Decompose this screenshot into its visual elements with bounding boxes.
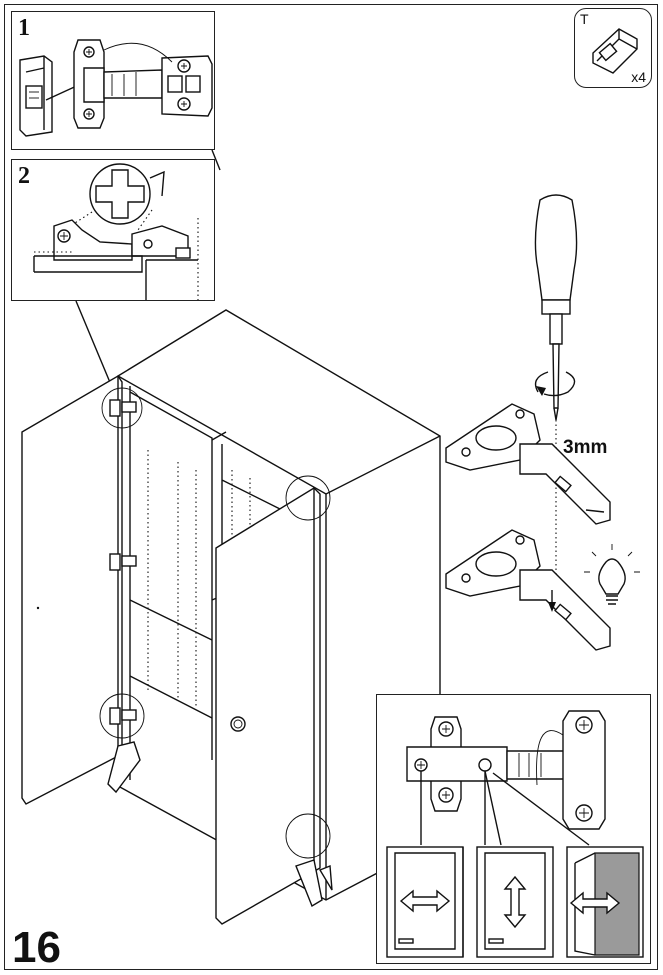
hinge-top-left bbox=[101, 387, 143, 429]
page-frame bbox=[4, 4, 658, 970]
hinge-top-right-marker bbox=[285, 475, 331, 521]
horizontal-arrow-icon bbox=[399, 889, 451, 913]
hinge-middle-left bbox=[109, 553, 137, 571]
page-number: 16 bbox=[12, 923, 61, 972]
tool-badge: T x4 bbox=[574, 8, 652, 88]
hinge-screw-illustration bbox=[33, 163, 199, 300]
tool-quantity: x4 bbox=[631, 69, 646, 85]
step-1-panel: 1 bbox=[11, 11, 215, 150]
hinge-bottom-left bbox=[99, 693, 145, 739]
depth-arrow-icon bbox=[569, 891, 621, 915]
step-2-panel: 2 bbox=[11, 159, 215, 301]
hinge-clip-icon bbox=[592, 28, 638, 74]
step-1-number: 1 bbox=[18, 15, 30, 41]
hinge-adjustment-illustration bbox=[386, 710, 644, 958]
hinge-bottom-right-marker bbox=[285, 813, 331, 859]
tool-label: T bbox=[580, 11, 589, 27]
rotate-arrow-icon bbox=[534, 371, 576, 397]
vertical-arrow-icon bbox=[503, 875, 527, 929]
adjustment-depth: 3mm bbox=[563, 437, 608, 458]
step-2-number: 2 bbox=[18, 163, 30, 189]
hinge-cover-illustration bbox=[19, 39, 213, 137]
adjustment-panel bbox=[376, 694, 651, 964]
